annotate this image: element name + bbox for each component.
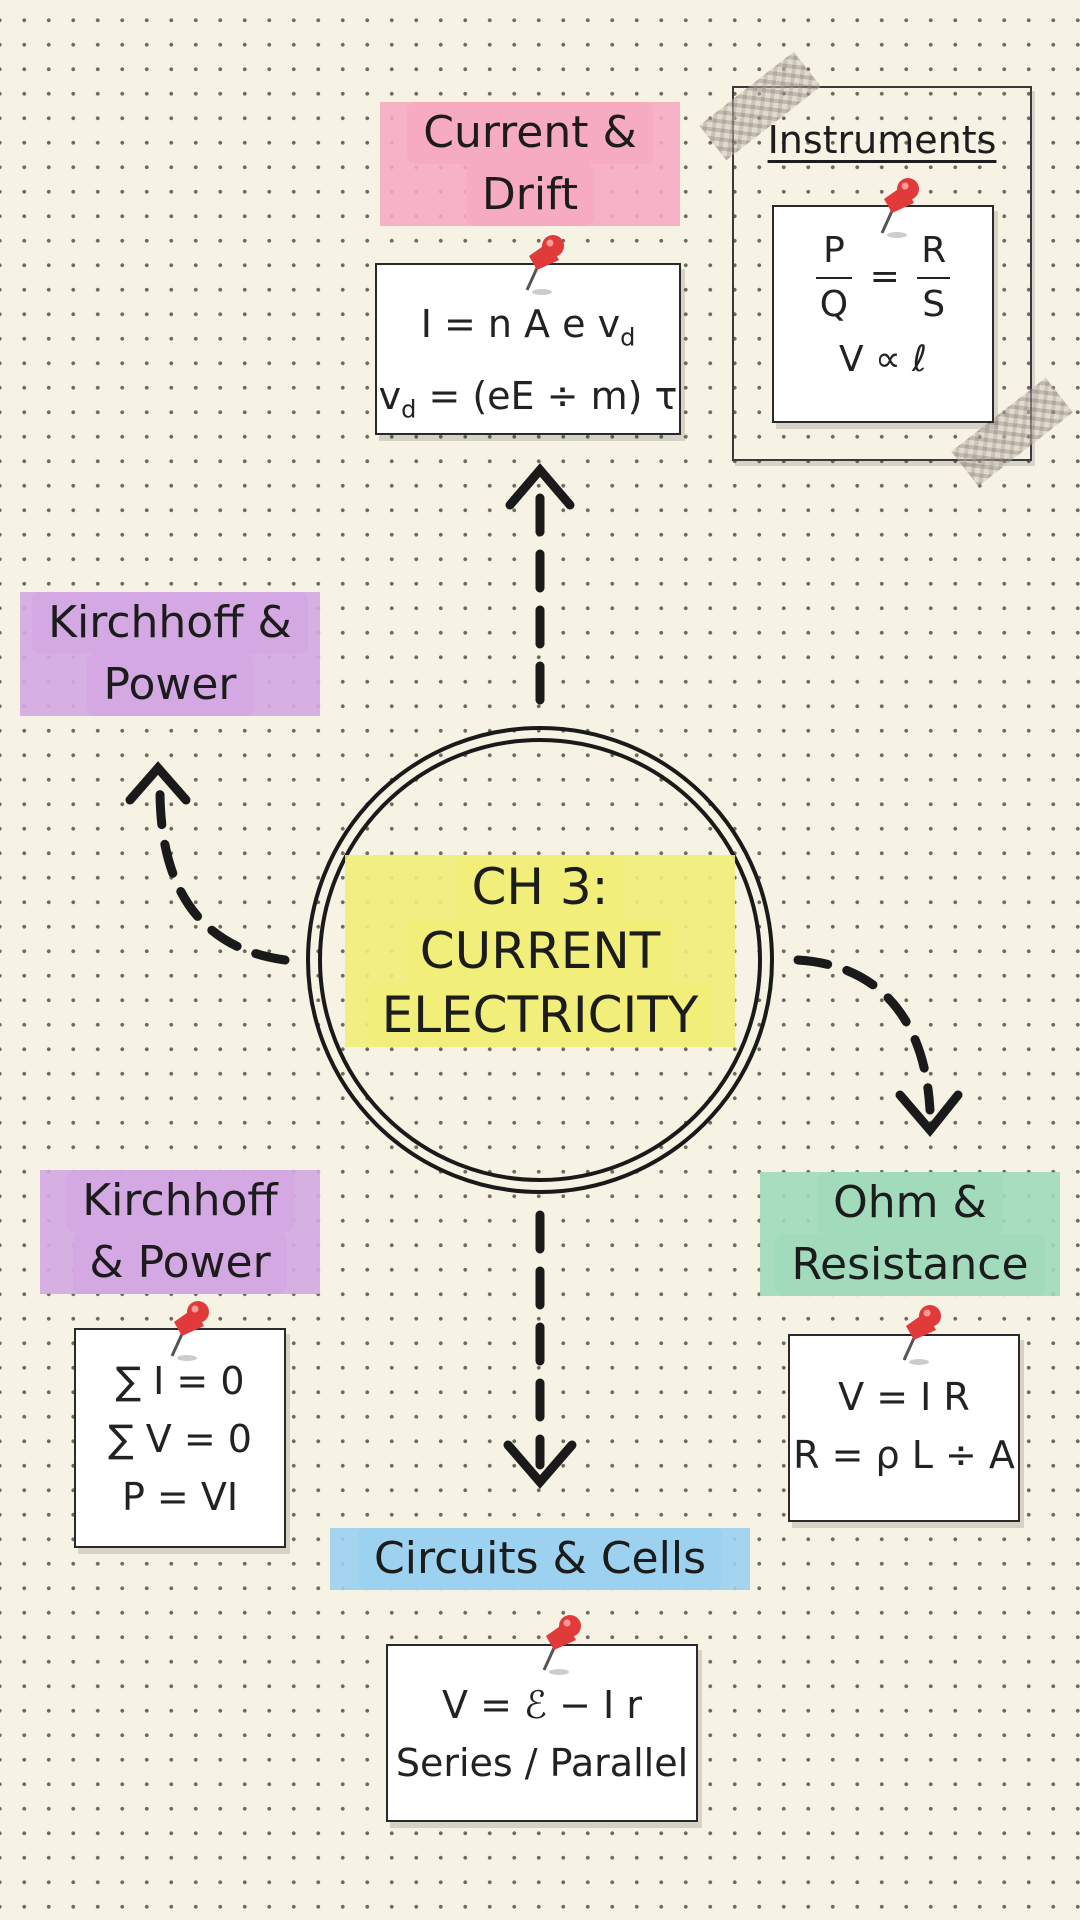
arrowhead-down [503, 1440, 577, 1489]
kirchhoff-card: ∑ I = 0 ∑ V = 0 P = VI [74, 1328, 286, 1548]
center-title-line1: CH 3: [457, 855, 623, 919]
arrow-to-ohm [793, 955, 935, 1115]
resistance-formula: R = ρ L ÷ A [793, 1433, 1015, 1477]
center-title-line2: CURRENT [405, 919, 675, 983]
kirchhoff-top-heading: Kirchhoff & Power [20, 592, 320, 716]
arrow-to-kirchhoff-top [155, 785, 290, 965]
kirchhoff-bottom-title-line2: & Power [73, 1232, 287, 1294]
potentiometer-formula: V ∝ ℓ [838, 339, 928, 380]
ohm-title-line1: Ohm & [817, 1172, 1003, 1234]
center-circle-inner [318, 738, 762, 1182]
arrowhead-up-left [125, 761, 191, 805]
circuits-heading: Circuits & Cells [330, 1528, 750, 1590]
power-formula: P = VI [121, 1475, 239, 1519]
pushpin-icon [525, 235, 564, 295]
pushpin-icon [902, 1305, 941, 1365]
center-circle-outer [306, 726, 774, 1194]
arrowhead-up [505, 463, 575, 510]
pushpin-icon [542, 1615, 581, 1675]
series-parallel-label: Series / Parallel [395, 1741, 689, 1785]
arrowhead-down-right [895, 1090, 963, 1138]
loop-rule: ∑ V = 0 [108, 1417, 252, 1461]
drift-formula-velocity: vd = (eE ÷ m) τ [378, 373, 678, 424]
circuits-title: Circuits & Cells [358, 1528, 722, 1590]
current-drift-title-line1: Current & [407, 102, 653, 164]
ohm-title-line2: Resistance [775, 1234, 1045, 1296]
pushpin-icon [170, 1301, 209, 1361]
kirchhoff-top-title-line2: Power [87, 654, 253, 716]
instruments-title: Instruments [767, 118, 997, 162]
kirchhoff-top-title-line1: Kirchhoff & [32, 592, 308, 654]
terminal-voltage-formula: V = ℰ − I r [442, 1683, 642, 1727]
ohms-law: V = I R [838, 1375, 970, 1419]
drift-formula-current: I = n A e vd [420, 302, 636, 352]
current-drift-title-line2: Drift [465, 164, 595, 226]
junction-rule: ∑ I = 0 [115, 1359, 245, 1403]
current-drift-heading: Current & Drift [380, 102, 680, 226]
circuits-card: V = ℰ − I r Series / Parallel [386, 1644, 698, 1822]
center-title-line3: ELECTRICITY [367, 983, 713, 1047]
center-title: CH 3: CURRENT ELECTRICITY [345, 855, 735, 1047]
ohm-card: V = I R R = ρ L ÷ A [788, 1334, 1020, 1522]
kirchhoff-bottom-heading: Kirchhoff & Power [40, 1170, 320, 1294]
pushpin-icon [880, 178, 919, 238]
current-drift-card: I = n A e vd vd = (eE ÷ m) τ [375, 263, 681, 435]
kirchhoff-bottom-title-line1: Kirchhoff [66, 1170, 294, 1232]
instruments-frame [732, 86, 1032, 461]
ohm-heading: Ohm & Resistance [760, 1172, 1060, 1296]
